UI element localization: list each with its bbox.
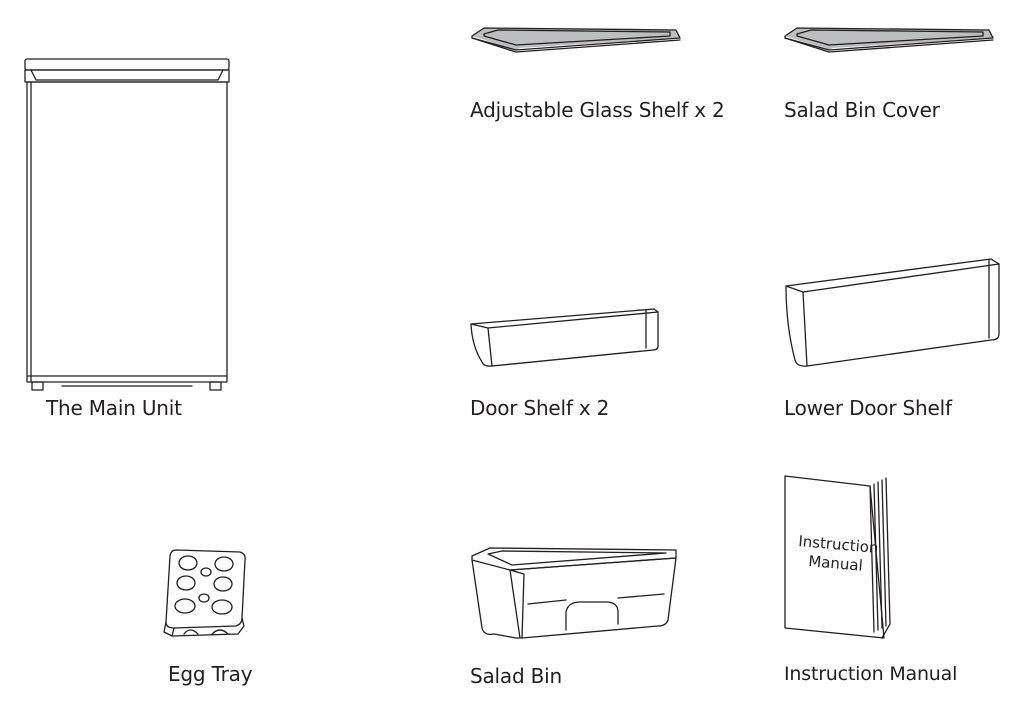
main-unit-label: The Main Unit: [46, 396, 182, 420]
instruction-manual-illustration: Instruction Manual: [782, 474, 897, 642]
door-shelf-illustration: [468, 306, 663, 370]
egg-tray-label: Egg Tray: [168, 662, 253, 686]
main-unit-illustration: [22, 56, 232, 396]
salad-bin-illustration: [468, 544, 683, 644]
lower-door-shelf-illustration: [783, 256, 1003, 371]
salad-bin-cover-label: Salad Bin Cover: [784, 98, 940, 122]
lower-door-shelf-label: Lower Door Shelf: [784, 396, 952, 420]
egg-tray-illustration: [162, 546, 252, 641]
glass-shelf-illustration: [470, 26, 685, 56]
instruction-manual-label: Instruction Manual: [784, 663, 958, 685]
salad-bin-label: Salad Bin: [470, 664, 562, 688]
manual-cover-line2: Manual: [808, 552, 864, 575]
salad-bin-cover-illustration: [783, 26, 998, 56]
door-shelf-label: Door Shelf x 2: [470, 396, 610, 420]
glass-shelf-label: Adjustable Glass Shelf x 2: [470, 98, 725, 122]
